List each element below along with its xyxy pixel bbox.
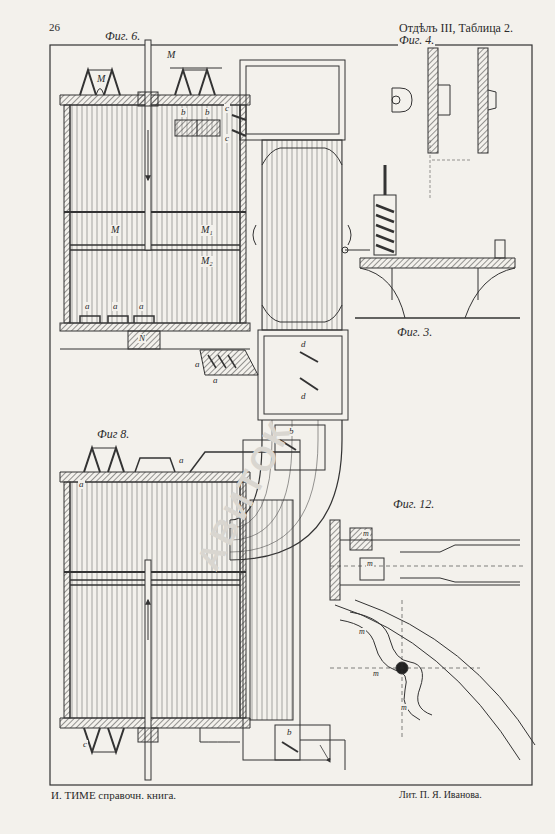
part-letter: M (110, 225, 120, 236)
plate-heading: Отдѣлъ III, Таблица 2. (398, 22, 514, 35)
part-letter: M₂ (200, 256, 214, 267)
part-letter: a (138, 302, 145, 311)
part-letter: b (204, 108, 211, 117)
part-letter: m (400, 704, 408, 712)
part-letter: c (82, 740, 88, 749)
part-letter: N (138, 334, 146, 343)
figure-label: Фиг. 3. (396, 326, 433, 339)
figure-label: Фиг 8. (96, 428, 130, 441)
lithographer: Лит. П. Я. Иванова. (398, 790, 483, 801)
part-letter: a (112, 302, 119, 311)
part-letter: M (166, 50, 176, 61)
part-letter: m (358, 628, 366, 636)
part-letter: d (300, 392, 307, 401)
part-letter: M₁ (200, 225, 214, 236)
part-letter: m (366, 560, 374, 568)
part-letter: M (96, 74, 106, 85)
figure-label: Фиг. 6. (104, 30, 141, 43)
figure-label: Фиг. 12. (392, 498, 435, 511)
part-letter: m (372, 670, 380, 678)
part-letter: a (194, 360, 201, 369)
part-letter: a (84, 302, 91, 311)
part-letter: b (286, 728, 293, 737)
page-number: 26 (48, 22, 61, 34)
part-letter: a (178, 456, 185, 465)
part-letter: c (224, 104, 230, 113)
part-letter: d (300, 340, 307, 349)
part-letter: m (362, 530, 370, 538)
part-letter: a (212, 376, 219, 385)
imprint: И. ТИМЕ справочн. книга. (50, 790, 177, 802)
part-letter: b (180, 108, 187, 117)
figure-label: Фиг. 4. (398, 34, 435, 47)
part-letter: c (224, 134, 230, 143)
part-letter: a (78, 480, 85, 489)
